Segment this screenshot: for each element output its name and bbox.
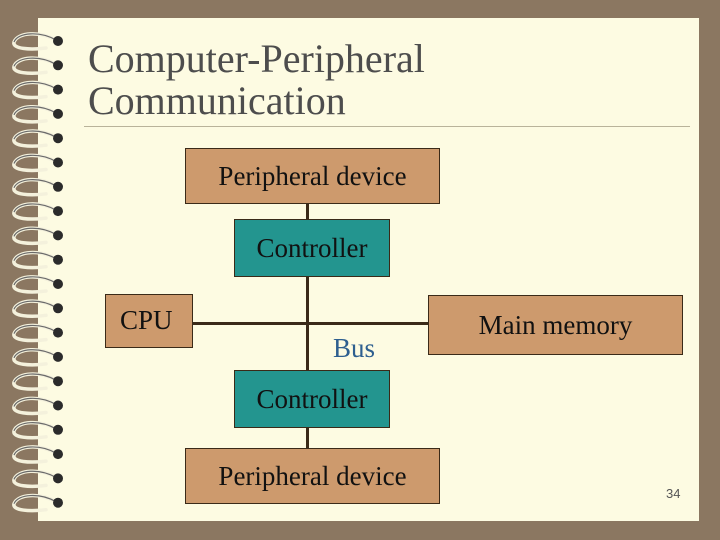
cpu-label: CPU (120, 305, 173, 335)
spiral-ring-icon (12, 56, 63, 75)
peripheral-device-bottom-label: Peripheral device (218, 460, 407, 491)
title-divider (84, 126, 690, 127)
spiral-ring-icon (12, 250, 63, 270)
spiral-ring-icon (12, 32, 63, 51)
bus-horizontal-line (193, 322, 428, 325)
spiral-ring-icon (12, 493, 63, 513)
spiral-ring-icon (12, 129, 63, 148)
spiral-ring-icon (12, 372, 63, 391)
spiral-ring-icon (12, 202, 63, 221)
page-number: 34 (666, 486, 681, 501)
spiral-ring-icon (12, 396, 63, 416)
cpu-box: CPU (105, 294, 193, 348)
controller-top-box: Controller (234, 219, 390, 277)
spiral-ring-icon (12, 177, 63, 197)
spiral-ring-icon (12, 226, 63, 246)
spiral-ring-icon (12, 420, 63, 440)
spiral-ring-icon (12, 348, 63, 367)
spiral-ring-icon (12, 80, 63, 100)
spiral-ring-icon (12, 275, 63, 294)
spiral-ring-icon (12, 445, 63, 464)
controller-bottom-box: Controller (234, 370, 390, 428)
peripheral-device-top-label: Peripheral device (218, 160, 407, 191)
main-memory-box: Main memory (428, 295, 683, 355)
main-memory-label: Main memory (478, 309, 633, 340)
peripheral-device-bottom-box: Peripheral device (185, 448, 440, 504)
peripheral-device-top-box: Peripheral device (185, 148, 440, 204)
spiral-ring-icon (12, 469, 63, 489)
bus-label: Bus (333, 333, 376, 363)
spiral-ring-icon (12, 323, 63, 343)
spiral-ring-icon (12, 299, 63, 318)
slide-title: Computer-Peripheral Communication (88, 36, 425, 123)
spiral-binding-icon (12, 32, 63, 513)
spiral-ring-icon (12, 105, 63, 124)
controller-bottom-label: Controller (256, 383, 368, 414)
spiral-ring-icon (12, 153, 63, 173)
bus-vertical-line (306, 204, 309, 462)
controller-top-label: Controller (256, 232, 368, 263)
